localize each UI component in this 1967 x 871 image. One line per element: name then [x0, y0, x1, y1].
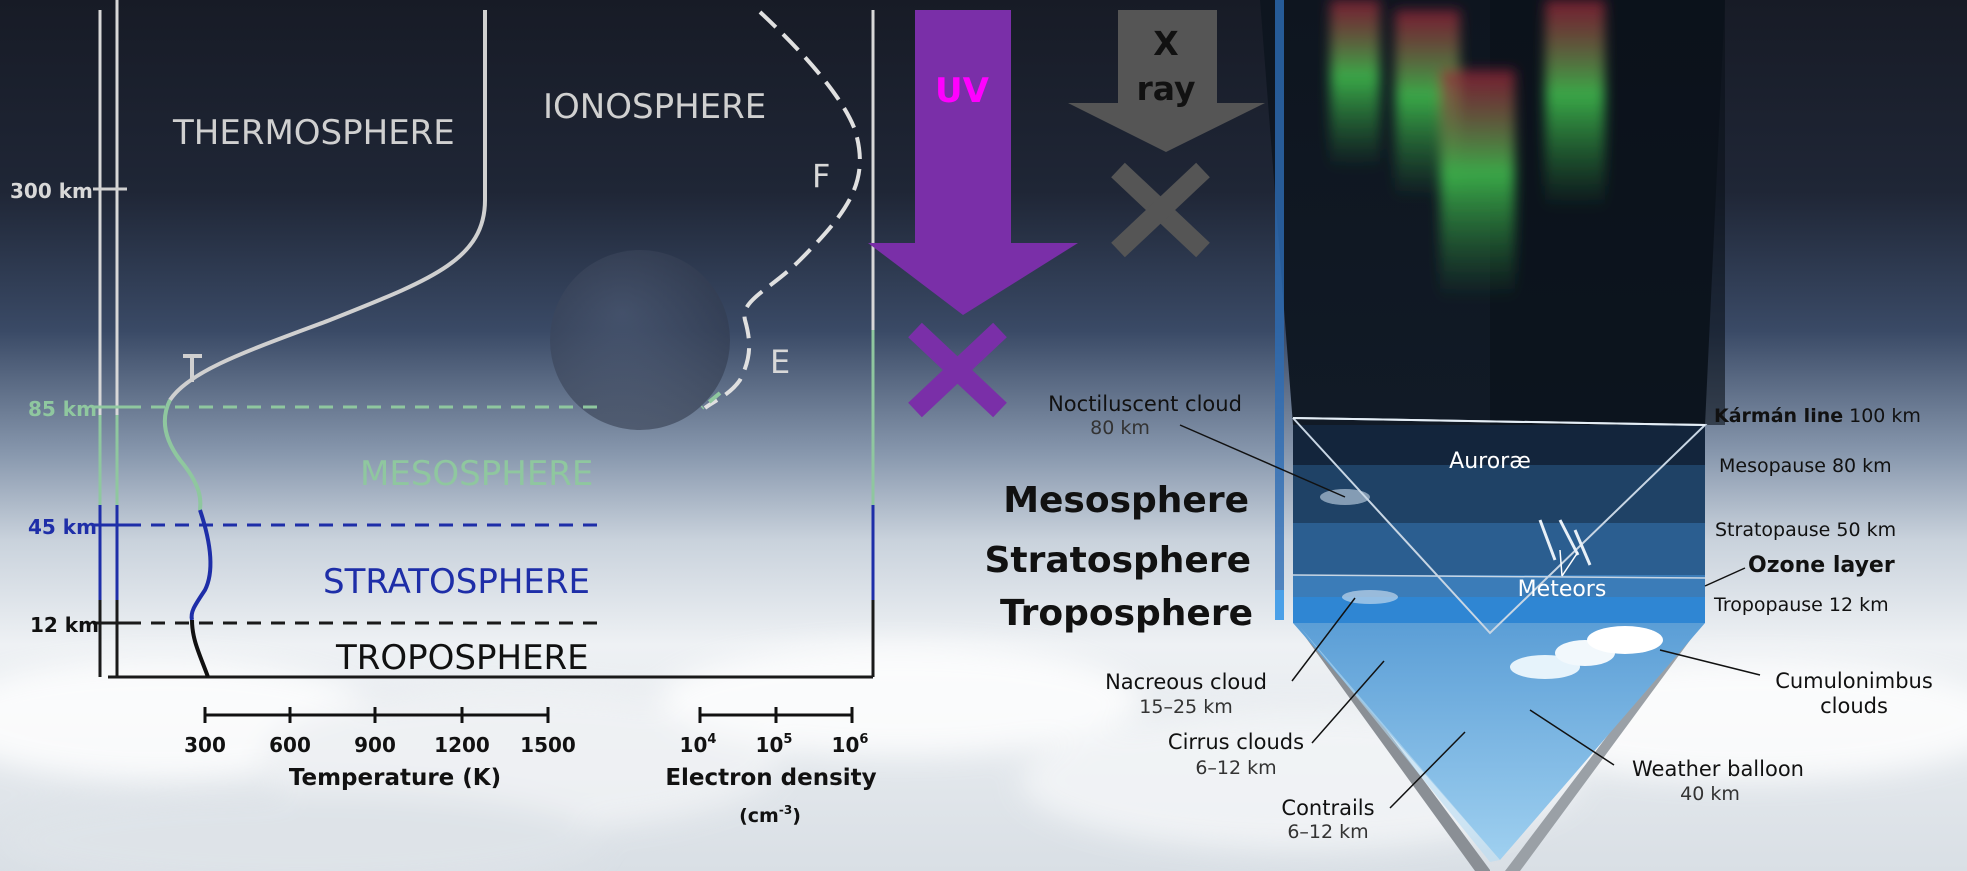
meteors-label: Meteors	[1518, 577, 1607, 602]
density-axis-unit: (cm-3)	[739, 803, 801, 827]
altitude-label-85: 85 km	[28, 397, 97, 421]
aurorae-label: Auroræ	[1449, 449, 1531, 474]
mesosphere-heading: Mesosphere	[1003, 480, 1249, 521]
altitude-label-45: 45 km	[28, 515, 97, 539]
nacreous-cloud-label: Nacreous cloud	[1105, 670, 1267, 694]
noctilucent-cloud-label: Noctiluscent cloud	[1048, 392, 1242, 416]
troposphere-heading: Troposphere	[1000, 593, 1253, 634]
cumulonimbus-label-line1: Cumulonimbus	[1775, 669, 1933, 693]
nacreous-cloud-altitude: 15–25 km	[1139, 696, 1232, 718]
density-tick-1e5: 105	[756, 732, 793, 757]
xray-label-x: X	[1153, 24, 1178, 63]
temp-tick-600: 600	[269, 733, 311, 757]
cirrus-clouds-altitude: 6–12 km	[1195, 757, 1276, 779]
stratosphere-heading: Stratosphere	[984, 540, 1251, 581]
troposphere-label: TROPOSPHERE	[335, 638, 589, 678]
cumulonimbus-label-line2: clouds	[1820, 694, 1888, 718]
temp-tick-300: 300	[184, 733, 226, 757]
altitude-label-300: 300 km	[10, 179, 93, 203]
cirrus-clouds-label: Cirrus clouds	[1168, 730, 1304, 754]
ozone-leader-line	[1704, 567, 1746, 587]
temp-tick-1200: 1200	[434, 733, 490, 757]
xray-arrow	[1068, 10, 1265, 258]
contrails-altitude: 6–12 km	[1287, 821, 1368, 843]
weather-balloon-label: Weather balloon	[1632, 757, 1804, 781]
thermosphere-label: THERMOSPHERE	[172, 113, 455, 153]
mesosphere-label: MESOSPHERE	[360, 454, 593, 494]
ionosphere-label: IONOSPHERE	[543, 87, 766, 127]
ozone-layer-label: Ozone layer	[1748, 553, 1895, 578]
temperature-axis-label: Temperature (K)	[289, 765, 501, 791]
leader-lines	[1179, 424, 1761, 809]
uv-arrow	[868, 10, 1078, 418]
aurora-image	[1330, 0, 1605, 300]
e-layer-label: E	[770, 343, 790, 381]
f-layer-label: F	[812, 157, 830, 195]
xray-label-ray: ray	[1136, 69, 1195, 108]
uv-label: UV	[935, 71, 990, 111]
density-axis-label: Electron density	[665, 765, 876, 791]
weather-balloon-altitude: 40 km	[1680, 783, 1740, 805]
altitude-label-12: 12 km	[30, 613, 99, 637]
noctilucent-cloud-altitude: 80 km	[1090, 417, 1150, 439]
stratosphere-label: STRATOSPHERE	[323, 562, 590, 602]
density-tick-1e4: 104	[680, 732, 717, 757]
left-graph	[93, 0, 875, 723]
moon-image	[550, 250, 730, 430]
atmosphere-column	[1260, 0, 1725, 871]
contrails-label: Contrails	[1281, 796, 1374, 820]
density-tick-1e6: 106	[832, 732, 869, 757]
temp-tick-900: 900	[354, 733, 396, 757]
temp-tick-1500: 1500	[520, 733, 576, 757]
